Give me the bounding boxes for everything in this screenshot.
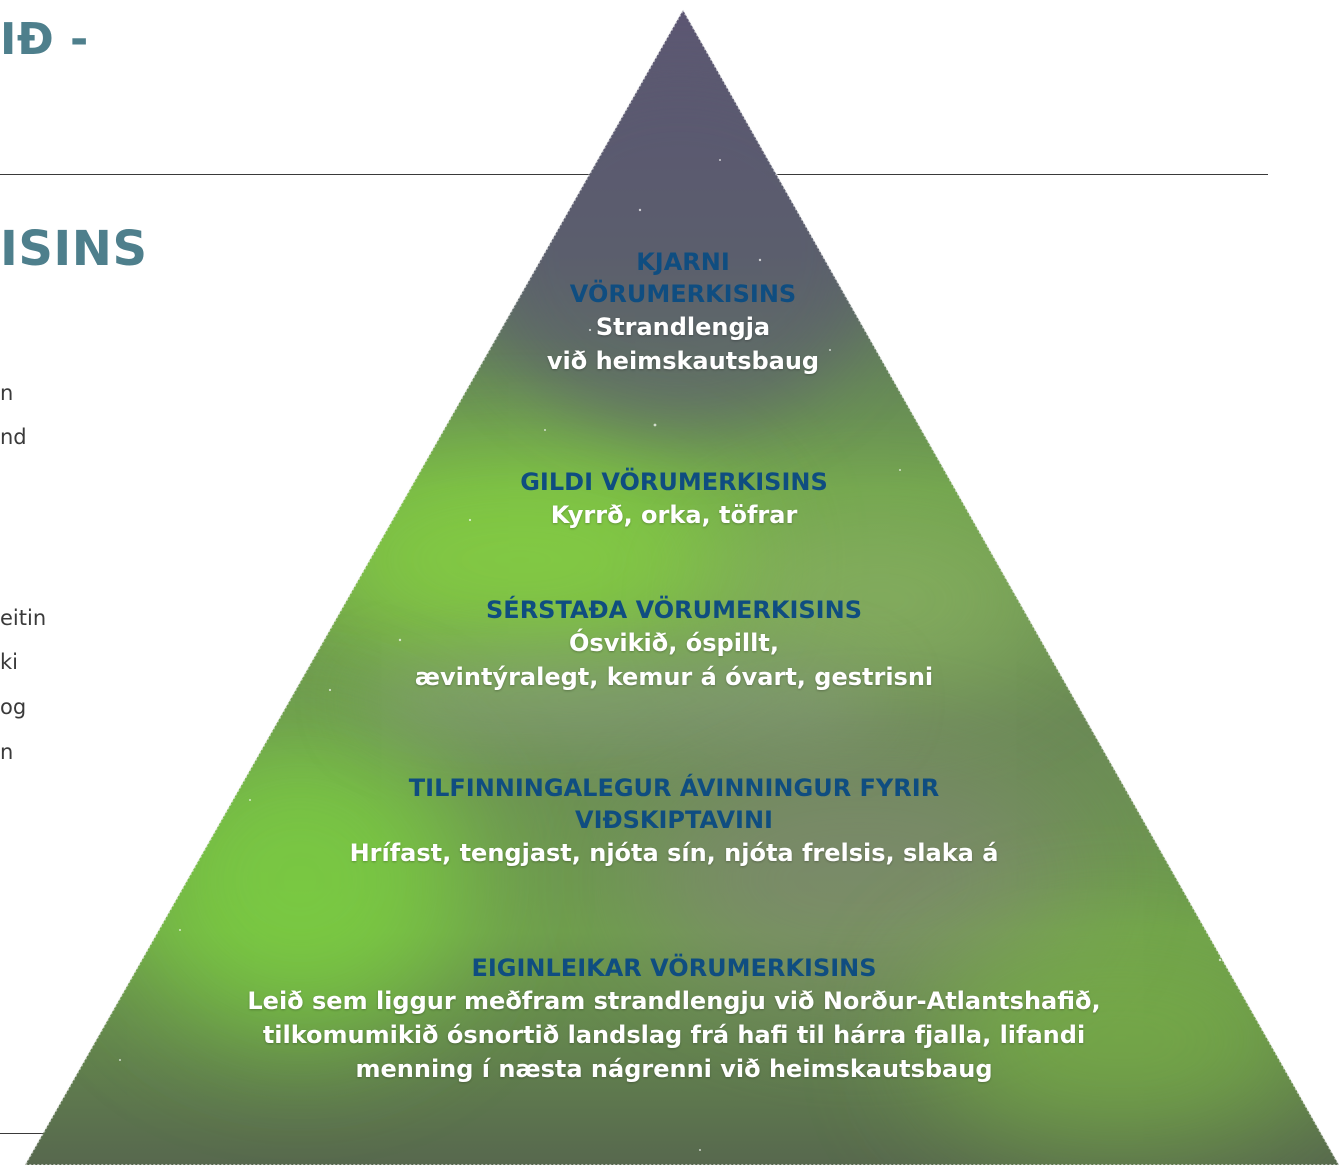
tier-text: Hrífast, tengjast, njóta sín, njóta frel…	[349, 839, 999, 867]
tier-title: GILDI VÖRUMERKISINS	[520, 468, 828, 496]
pyramid-tier-core: KJARNI VÖRUMERKISINS Strandlengja við he…	[433, 246, 933, 378]
body-text-fragment: eitin	[0, 606, 47, 630]
tier-text: Kyrrð, orka, töfrar	[550, 501, 798, 529]
body-text-fragment: ki	[0, 650, 18, 674]
tier-title: TILFINNINGALEGUR ÁVINNINGUR FYRIR VIÐSKI…	[408, 774, 940, 834]
tier-text: Leið sem liggur meðfram strandlengju við…	[247, 987, 1101, 1083]
body-text-fragment: n	[0, 381, 14, 405]
body-text-fragment: n	[0, 740, 14, 764]
pyramid-tier-attributes: EIGINLEIKAR VÖRUMERKISINS Leið sem liggu…	[124, 952, 1224, 1086]
horizontal-rule-bottom	[0, 1133, 60, 1134]
tier-text: Strandlengja við heimskautsbaug	[546, 313, 820, 375]
pyramid-tier-emotional-benefit: TILFINNINGALEGUR ÁVINNINGUR FYRIR VIÐSKI…	[224, 772, 1124, 870]
pyramid-tier-values: GILDI VÖRUMERKISINS Kyrrð, orka, töfrar	[374, 466, 974, 532]
body-text-fragment: og	[0, 695, 27, 719]
tier-text: Ósvikið, óspillt, ævintýralegt, kemur á …	[414, 629, 934, 691]
body-text-fragment: nd	[0, 425, 27, 449]
tier-title: SÉRSTAÐA VÖRUMERKISINS	[486, 596, 862, 624]
pyramid-tier-positioning: SÉRSTAÐA VÖRUMERKISINS Ósvikið, óspillt,…	[274, 594, 1074, 694]
tier-title: KJARNI VÖRUMERKISINS	[569, 248, 797, 308]
tier-title: EIGINLEIKAR VÖRUMERKISINS	[471, 954, 877, 982]
page-heading-partial: IÐ -	[0, 14, 89, 65]
section-heading-partial: ISINS	[0, 221, 148, 277]
